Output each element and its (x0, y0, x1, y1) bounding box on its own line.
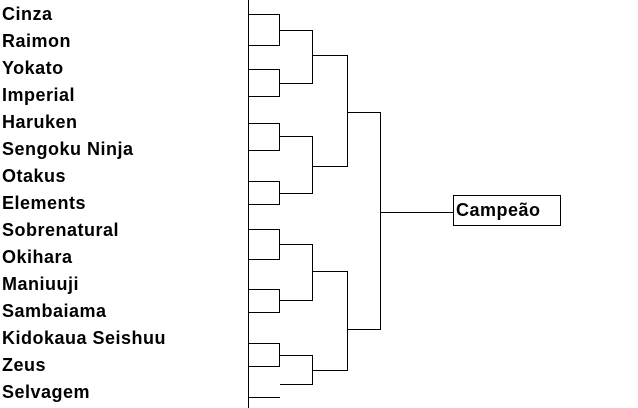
team-label: Kidokaua Seishuu (2, 328, 167, 348)
team-label: Okihara (2, 247, 73, 267)
team-label: Sengoku Ninja (2, 139, 134, 159)
champion-box: Campeão (453, 195, 561, 226)
team-label: Sambaiama (2, 301, 107, 321)
team-label: Maniuuji (2, 274, 79, 294)
team-label: Zeus (2, 355, 47, 375)
team-label: Imperial (2, 85, 76, 105)
team-label: Otakus (2, 166, 67, 186)
champion-label: Campeão (456, 200, 541, 220)
team-label: Cinza (2, 4, 53, 24)
team-label: Raimon (2, 31, 72, 51)
team-label: Selvagem (2, 382, 91, 402)
team-label: Elements (2, 193, 87, 213)
team-label: Haruken (2, 112, 78, 132)
team-label: Yokato (2, 58, 64, 78)
team-label: Sobrenatural (2, 220, 120, 240)
